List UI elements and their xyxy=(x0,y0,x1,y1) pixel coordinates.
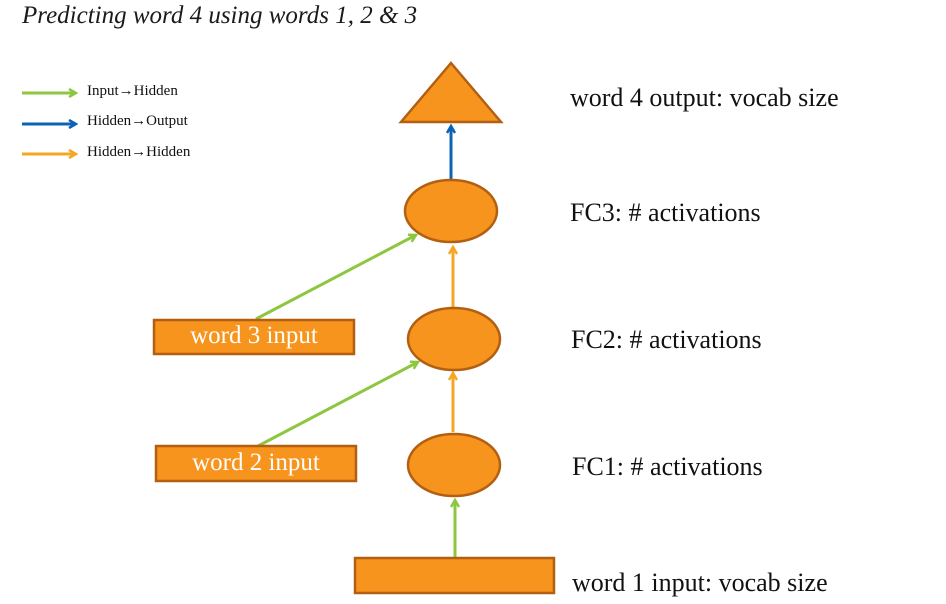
page-title: Predicting word 4 using words 1, 2 & 3 xyxy=(22,2,418,29)
word2-input-text: word 2 input xyxy=(192,449,320,476)
arrow-word3-to-fc2 xyxy=(255,235,416,321)
fc2-label: FC2: # activations xyxy=(571,325,762,354)
word3-input-text: word 3 input xyxy=(190,322,318,349)
word3-input-box xyxy=(152,318,356,356)
output-node xyxy=(398,61,504,124)
legend-label-input-hidden: Input→Hidden xyxy=(87,83,178,99)
fc1-label: FC1: # activations xyxy=(572,452,763,481)
fc1-node xyxy=(406,432,502,498)
fc3-node xyxy=(403,178,499,244)
fc3-label: FC3: # activations xyxy=(570,198,761,227)
fc2-node xyxy=(406,306,502,372)
legend-label-hidden-hidden: Hidden→Hidden xyxy=(87,144,191,160)
arrow-word2-to-fc1 xyxy=(257,362,418,448)
word2-input-box xyxy=(154,444,358,483)
input1-label: word 1 input: vocab size xyxy=(572,568,828,597)
word1-input-box xyxy=(353,556,556,595)
output-label: word 4 output: vocab size xyxy=(570,83,839,112)
legend-label-hidden-output: Hidden→Output xyxy=(87,113,188,129)
